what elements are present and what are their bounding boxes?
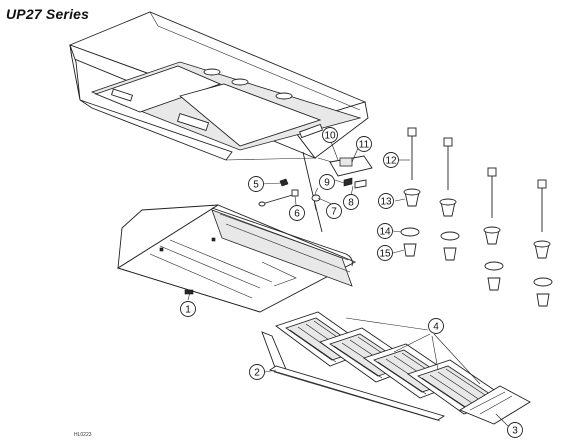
callout-1: 1 [180,301,196,317]
callout-3: 3 [507,422,523,438]
callout-4: 4 [428,318,444,334]
callout-9: 9 [319,174,335,190]
callout-14: 14 [377,223,393,239]
svg-text:7: 7 [331,207,337,218]
svg-text:1: 1 [185,305,191,316]
callout-13: 13 [378,193,394,209]
light-assemblies [400,127,553,307]
svg-text:10: 10 [324,131,336,142]
svg-text:9: 9 [324,178,330,189]
baffle-filters [261,311,531,425]
svg-text:8: 8 [348,198,354,209]
svg-text:3: 3 [512,426,518,437]
svg-text:14: 14 [379,227,391,238]
hood-body [68,11,369,161]
svg-text:4: 4 [433,322,439,333]
callout-11: 11 [356,136,372,152]
svg-text:5: 5 [253,180,259,191]
callout-7: 7 [326,203,342,219]
page-title: UP27 Series [6,6,90,22]
svg-text:2: 2 [254,368,260,379]
callout-5: 5 [248,176,264,192]
callout-12: 12 [383,152,399,168]
drawing-code: HL0223 [74,432,92,438]
bottom-tray [116,204,357,313]
switch-assembly [258,151,373,233]
callout-6: 6 [289,205,305,221]
svg-text:15: 15 [379,249,391,260]
callout-8: 8 [343,194,359,210]
svg-text:12: 12 [385,156,397,167]
callout-2: 2 [249,364,265,380]
callout-15: 15 [377,245,393,261]
svg-text:13: 13 [380,197,392,208]
svg-text:6: 6 [294,209,300,220]
callout-10: 10 [322,127,338,143]
svg-text:11: 11 [359,140,370,151]
callouts: 1 2 3 4 5 6 7 8 9 10 11 12 13 14 15 [180,127,523,438]
